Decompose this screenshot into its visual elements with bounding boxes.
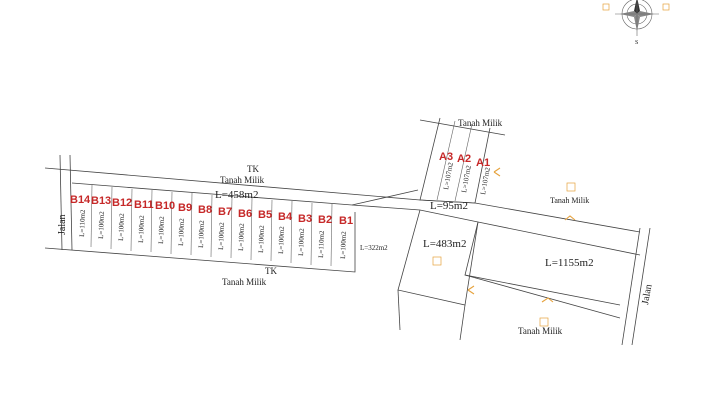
- jalan-left-label: Jalan: [57, 214, 68, 235]
- area-road-left-label: L=458m2: [215, 189, 258, 201]
- plot-area-b2: L=110m2: [317, 230, 326, 258]
- compass-rose-icon: S: [602, 0, 670, 46]
- plot-code-b13: B13: [91, 195, 111, 207]
- plot-code-b9: B9: [178, 202, 192, 214]
- plot-area-b7: L=100m2: [217, 222, 226, 250]
- survey-markers: [432, 167, 576, 327]
- right-parcels: [397, 117, 641, 341]
- tanah-milik-right-label: Tanah Milik: [550, 196, 589, 205]
- plot-code-b3: B3: [298, 213, 312, 225]
- a-plot-labels: A1 A2 A3 L=107m2 L=107m2 L=107m2: [439, 151, 492, 195]
- plot-area-a3: L=107m2: [442, 161, 455, 190]
- plot-area-b3: L=100m2: [297, 228, 306, 256]
- tanah-milik-top-label: Tanah Milik: [458, 118, 503, 128]
- plot-code-b1: B1: [339, 215, 353, 227]
- plot-code-b10: B10: [155, 200, 175, 212]
- tanah-milik-tk-top-label: Tanah Milik: [220, 175, 265, 185]
- tanah-milik-bottom-right-label: Tanah Milik: [518, 326, 563, 336]
- plot-code-b7: B7: [218, 206, 232, 218]
- plot-area-b14: L=110m2: [78, 209, 87, 237]
- plot-area-a1: L=107m2: [479, 166, 492, 195]
- plot-code-b8: B8: [198, 204, 212, 216]
- plot-area-b8: L=100m2: [197, 220, 206, 248]
- plot-code-b4: B4: [278, 211, 293, 223]
- plot-area-b4: L=100m2: [277, 226, 286, 254]
- b-plot-labels: B14 B13 B12 B11 B10 B9 B8 B7 B6 B5 B4 B3…: [70, 194, 353, 259]
- plot-area-b11: L=100m2: [137, 215, 146, 243]
- tanah-milik-tk-bottom-label: Tanah Milik: [222, 277, 267, 287]
- b-plot-dividers: [90, 184, 333, 267]
- plot-code-b14: B14: [70, 194, 91, 206]
- plot-area-b9: L=100m2: [177, 218, 186, 246]
- plot-area-b5: L=100m2: [257, 225, 266, 253]
- plot-area-b10: L=100m2: [157, 216, 166, 244]
- plot-code-b2: B2: [318, 214, 332, 226]
- plot-code-b5: B5: [258, 209, 272, 221]
- plot-area-b6: L=100m2: [237, 223, 246, 251]
- plot-code-a2: A2: [457, 153, 471, 165]
- b-row-top-boundary: [44, 167, 421, 201]
- jalan-right-label: Jalan: [640, 283, 654, 305]
- area-b1-extra-label: L=322m2: [360, 244, 388, 252]
- plot-area-b12: L=100m2: [117, 213, 126, 241]
- compass-south-label: S: [635, 40, 638, 46]
- area-big-right-label: L=1155m2: [545, 257, 594, 269]
- tk-bottom-label: TK: [265, 266, 277, 276]
- right-road: Jalan: [621, 227, 655, 346]
- left-road: Jalan: [57, 154, 73, 251]
- plot-area-b13: L=100m2: [97, 211, 106, 239]
- b-row-bottom-boundary: [44, 212, 356, 273]
- plot-code-b6: B6: [238, 208, 252, 220]
- tk-top-label: TK: [247, 164, 259, 174]
- area-big-mid-label: L=483m2: [423, 238, 466, 250]
- plot-code-b12: B12: [112, 197, 132, 209]
- plot-code-a3: A3: [439, 151, 453, 163]
- plot-code-b11: B11: [134, 199, 154, 211]
- plot-code-a1: A1: [476, 157, 490, 169]
- area-road-right-label: L=95m2: [430, 200, 468, 212]
- plot-area-b1: L=100m2: [339, 231, 348, 259]
